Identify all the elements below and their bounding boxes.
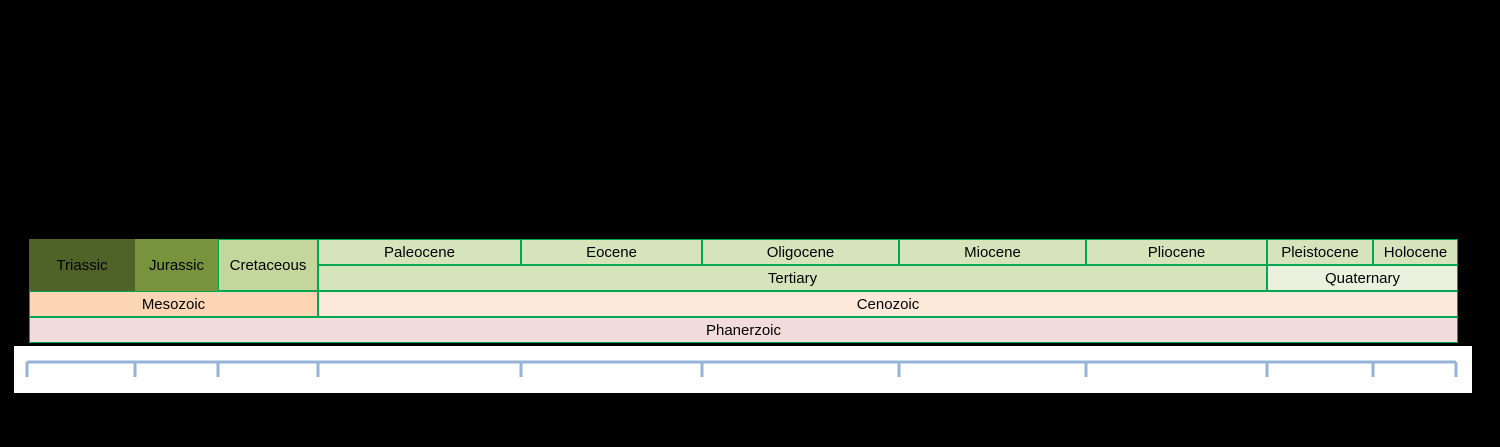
- time-scale-table: Triassic Jurassic Cretaceous Paleocene E…: [29, 239, 1458, 343]
- cell-tertiary: Tertiary: [318, 265, 1267, 291]
- cell-miocene-label: Miocene: [964, 243, 1021, 261]
- cell-holocene-label: Holocene: [1383, 243, 1448, 261]
- cell-phanerzoic-label: Phanerzoic: [705, 321, 782, 339]
- cell-quaternary-label: Quaternary: [1324, 269, 1401, 287]
- cell-quaternary: Quaternary: [1267, 265, 1458, 291]
- cell-mesozoic-label: Mesozoic: [141, 295, 206, 313]
- cell-holocene: Holocene: [1373, 239, 1458, 265]
- cell-tertiary-label: Tertiary: [767, 269, 818, 287]
- cell-oligocene: Oligocene: [702, 239, 899, 265]
- cell-pleistocene: Pleistocene: [1267, 239, 1373, 265]
- timeline-ruler: [14, 346, 1472, 393]
- cell-paleocene: Paleocene: [318, 239, 521, 265]
- cell-cenozoic: Cenozoic: [318, 291, 1458, 317]
- cell-mesozoic: Mesozoic: [29, 291, 318, 317]
- cell-pliocene: Pliocene: [1086, 239, 1267, 265]
- timeline-ruler-path: [25, 360, 1458, 377]
- cell-cretaceous: Cretaceous: [218, 239, 318, 291]
- timeline-ruler-svg: [25, 360, 1458, 377]
- cell-pleistocene-label: Pleistocene: [1281, 243, 1359, 261]
- cell-oligocene-label: Oligocene: [766, 243, 835, 261]
- cell-triassic: Triassic: [29, 239, 135, 291]
- cell-cenozoic-label: Cenozoic: [856, 295, 920, 313]
- cell-pliocene-label: Pliocene: [1147, 243, 1206, 261]
- cell-eocene: Eocene: [521, 239, 702, 265]
- cell-cretaceous-label: Cretaceous: [229, 256, 307, 274]
- cell-eocene-label: Eocene: [586, 243, 637, 261]
- cell-jurassic: Jurassic: [135, 239, 218, 291]
- cell-paleocene-label: Paleocene: [384, 243, 455, 261]
- cell-phanerzoic: Phanerzoic: [29, 317, 1458, 343]
- cell-jurassic-label: Jurassic: [148, 256, 204, 274]
- cell-miocene: Miocene: [899, 239, 1086, 265]
- cell-triassic-label: Triassic: [56, 256, 108, 274]
